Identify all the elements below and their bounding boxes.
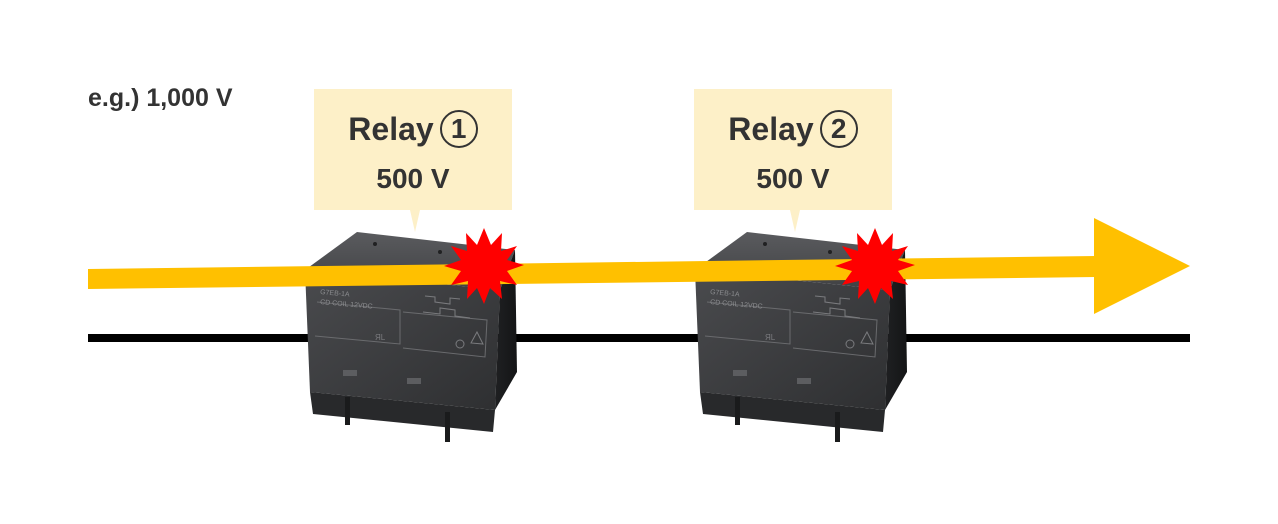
callout-pointer xyxy=(790,210,800,232)
relay-1-name: Relay xyxy=(348,111,434,147)
relay-1-number-badge: 1 xyxy=(439,109,478,148)
relay-2-number-badge: 2 xyxy=(819,109,858,148)
relay-2-voltage: 500 V xyxy=(756,163,830,194)
relay-2-name: Relay xyxy=(728,111,814,147)
example-voltage-label: e.g.) 1,000 V xyxy=(88,84,233,112)
voltage-arrow-head xyxy=(1094,218,1190,314)
callout-pointer xyxy=(410,210,420,232)
voltage-arrow-shaft xyxy=(88,256,1096,289)
circuit-line xyxy=(88,334,1190,342)
relay-1-voltage: 500 V xyxy=(376,163,450,194)
